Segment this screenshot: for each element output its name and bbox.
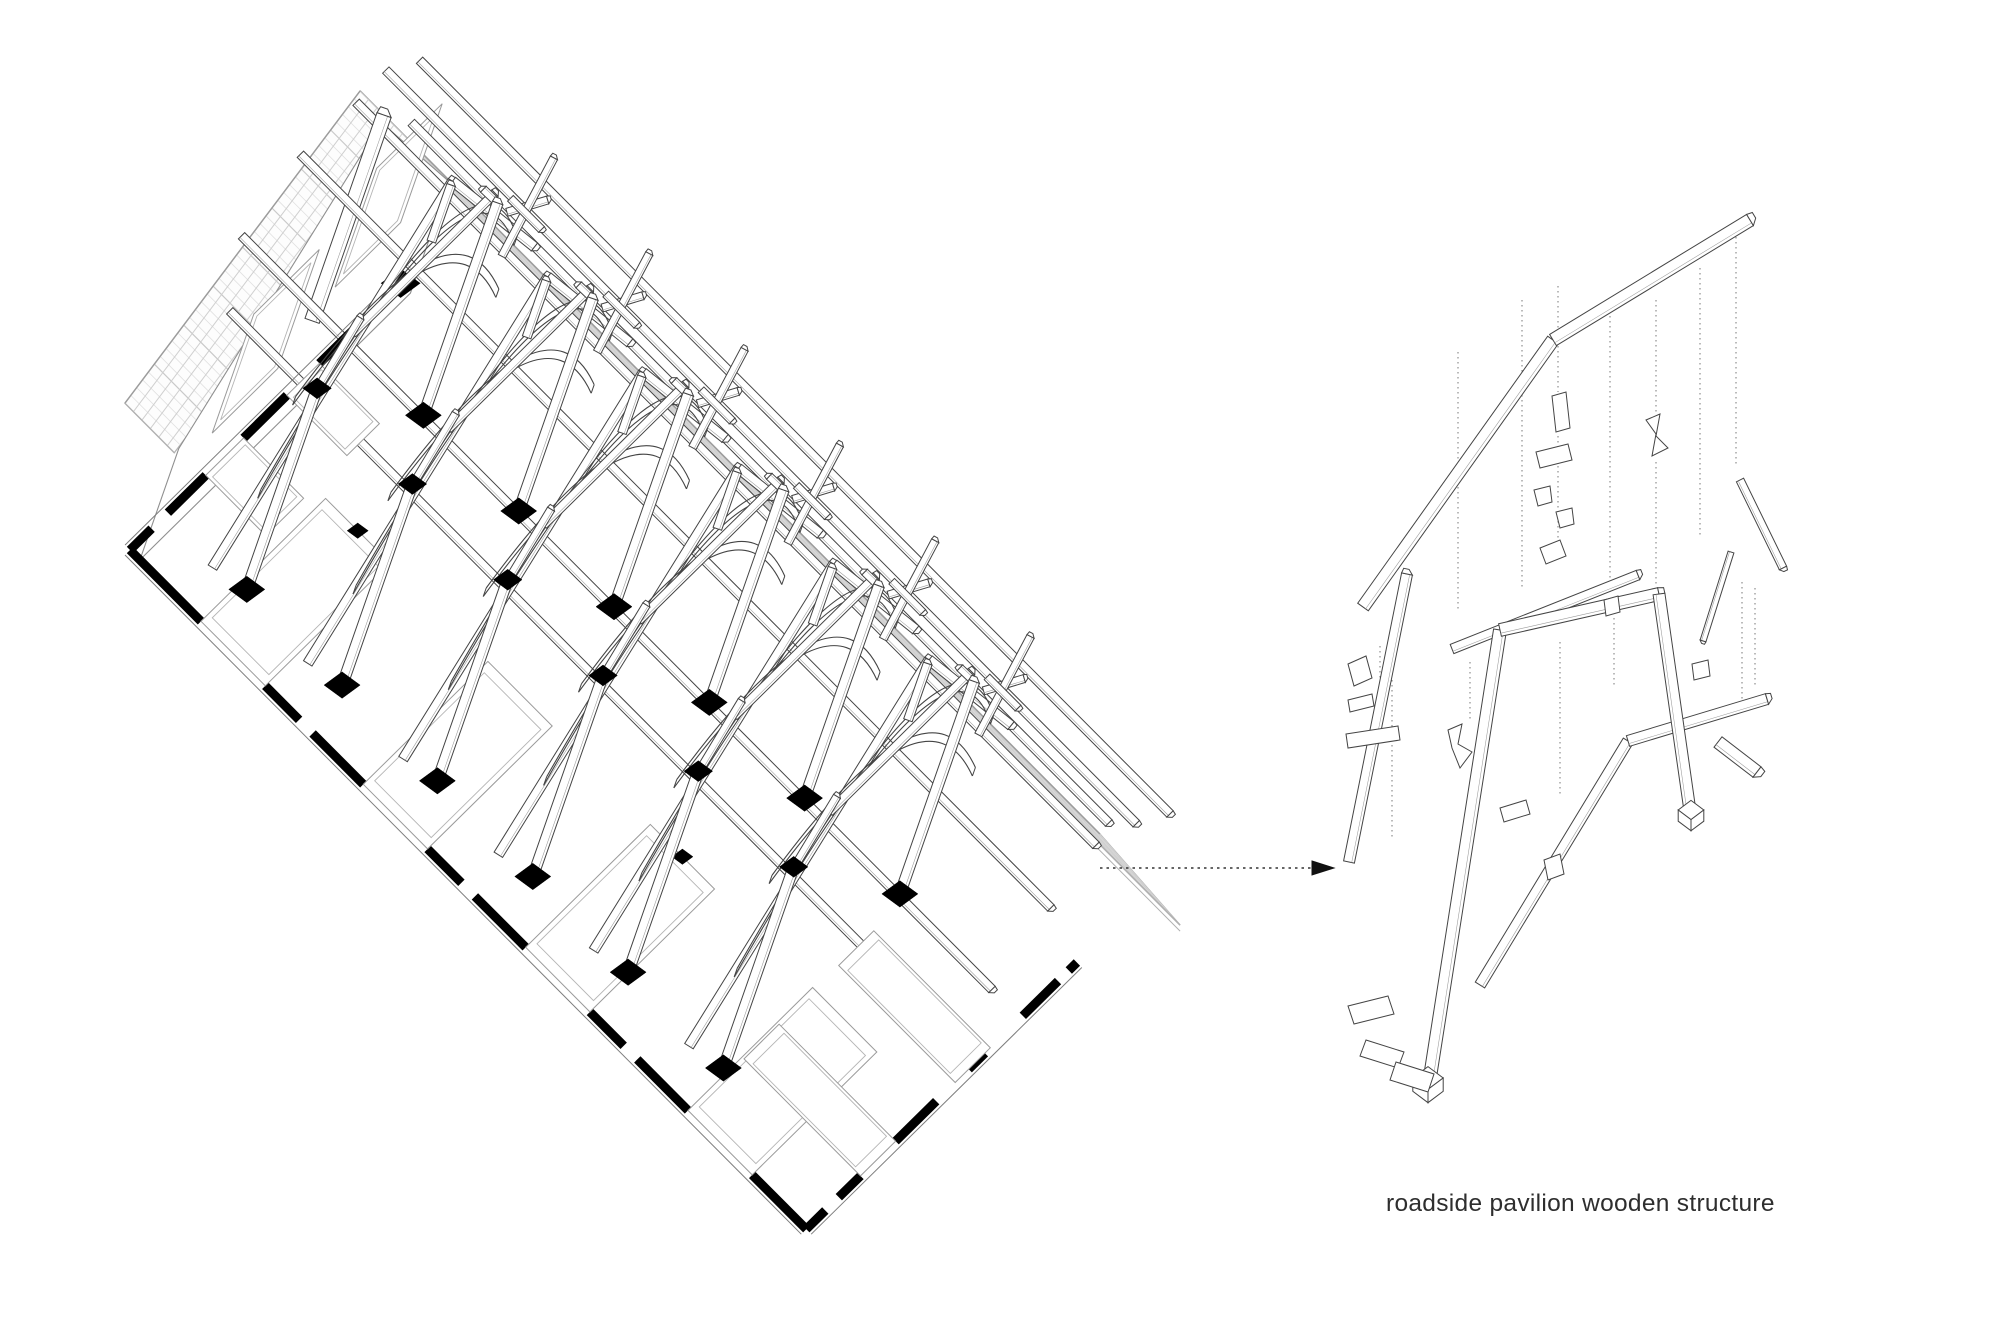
pavilion-axonometric: [124, 56, 1181, 1235]
caption-label: roadside pavilion wooden structure: [1386, 1190, 1775, 1217]
detail-reference-arrow: [1100, 860, 1336, 876]
exploded-wooden-structure: [1343, 211, 1789, 1104]
